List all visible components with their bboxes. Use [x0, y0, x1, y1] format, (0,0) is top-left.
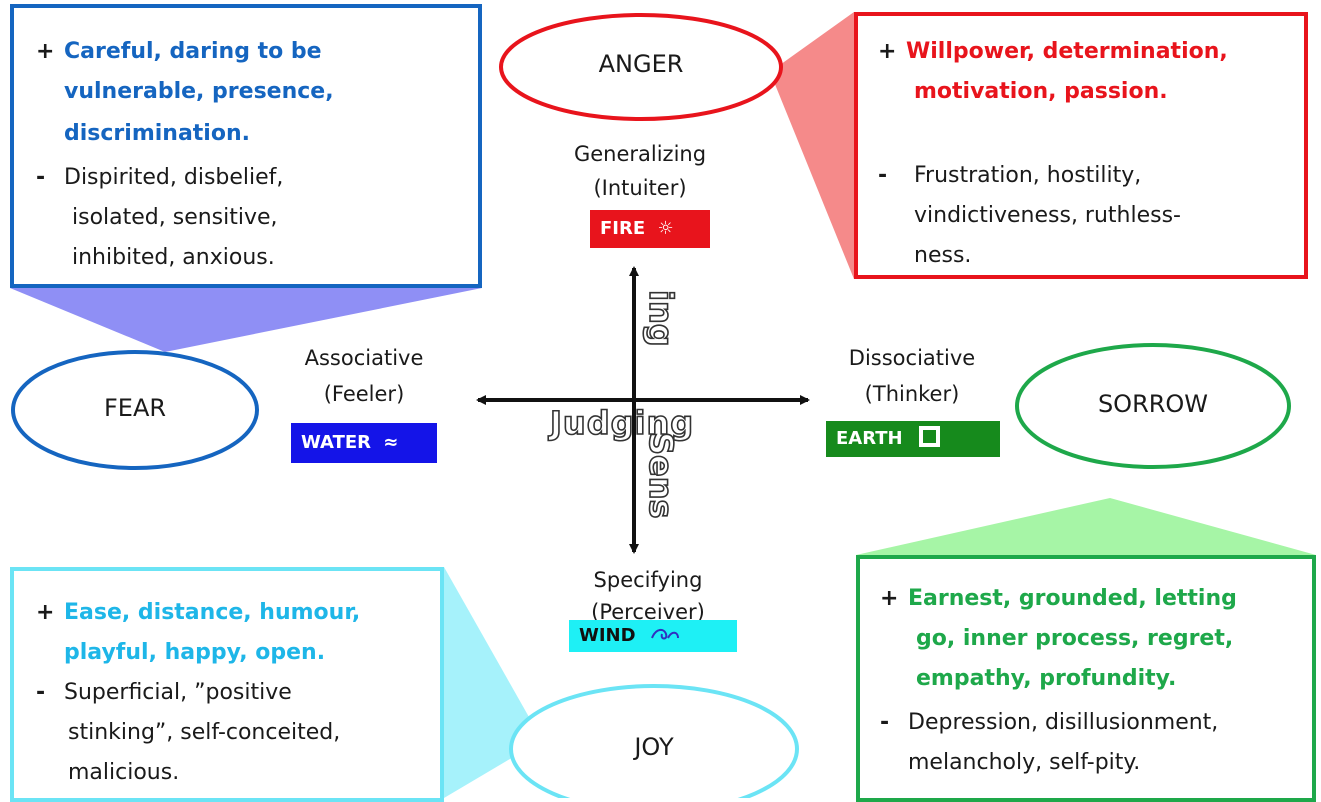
minus-sign: - — [36, 680, 46, 705]
emotion-sorrow: SORROW — [1097, 390, 1209, 418]
sorrow-ellipse — [1015, 343, 1291, 469]
joy-negative-line: malicious. — [68, 760, 180, 785]
fear-qualities-box: + Careful, daring to be vulnerable, pres… — [10, 4, 482, 288]
anger-negative-line: vindictiveness, ruthless- — [914, 203, 1181, 228]
joy-negative-line: Superficial, ”positive — [64, 680, 292, 705]
emotion-fear: FEAR — [103, 394, 167, 422]
fear-ellipse — [11, 350, 259, 470]
anger-callout-wedge — [770, 12, 854, 279]
fear-callout-wedge — [10, 288, 482, 352]
fear-negative-line: Dispirited, disbelief, — [64, 165, 284, 190]
element-water-label: WATER — [301, 432, 372, 453]
element-earth-label: EARTH — [836, 428, 903, 449]
sorrow-positive-line: go, inner process, regret, — [916, 626, 1234, 651]
anger-negative-line: ness. — [914, 243, 972, 268]
vertical-axis-word-bottom: Sens — [641, 431, 681, 519]
joy-positive-line: Ease, distance, humour, — [64, 600, 361, 625]
plus-sign: + — [880, 586, 899, 611]
plus-sign: + — [878, 39, 897, 64]
sorrow-positive-line: empathy, profundity. — [916, 666, 1177, 691]
element-fire-label: FIRE — [600, 218, 646, 239]
square-icon — [918, 426, 940, 447]
joy-positive-line: playful, happy, open. — [64, 640, 326, 665]
element-tag-fire: FIRE ☼ — [590, 210, 710, 248]
sorrow-negative-line: Depression, disillusionment, — [908, 710, 1219, 735]
axis-label-left: Associative (Feeler) — [264, 344, 464, 408]
anger-negative-line: Frustration, hostility, — [914, 163, 1142, 188]
joy-ellipse — [509, 684, 799, 798]
axis-right-line1: Dissociative — [848, 346, 976, 370]
sorrow-positive-line: Earnest, grounded, letting — [908, 586, 1237, 611]
plus-sign: + — [36, 39, 55, 64]
fear-negative-line: isolated, sensitive, — [72, 205, 278, 230]
axis-top-line1: Generalizing — [573, 142, 707, 166]
anger-positive-line: Willpower, determination, — [906, 39, 1228, 64]
minus-sign: - — [878, 163, 888, 188]
sorrow-qualities-box: + Earnest, grounded, letting go, inner p… — [856, 555, 1316, 802]
fear-positive-line: Careful, daring to be — [64, 39, 322, 64]
axis-label-bottom: Specifying (Perceiver) — [548, 566, 748, 626]
judging-axis-word: Judging — [549, 403, 695, 443]
element-tag-wind: WIND — [569, 620, 737, 652]
emotion-anger: ANGER — [598, 50, 684, 78]
sorrow-callout-wedge — [856, 498, 1316, 555]
anger-positive-line: motivation, passion. — [914, 79, 1168, 104]
anger-qualities-box: + Willpower, determination, motivation, … — [854, 12, 1308, 279]
sun-icon: ☼ — [657, 218, 674, 239]
joy-negative-line: stinking”, self-conceited, — [68, 720, 341, 745]
anger-ellipse — [499, 13, 783, 121]
axis-left-line1: Associative — [304, 346, 424, 370]
sorrow-negative-line: melancholy, self-pity. — [908, 750, 1141, 775]
element-tag-water: WATER ≈ — [291, 423, 437, 463]
fear-positive-line: vulnerable, presence, — [64, 79, 334, 104]
minus-sign: - — [880, 710, 890, 735]
axis-bottom-line1: Specifying — [593, 568, 703, 592]
swirl-icon — [650, 628, 679, 640]
element-tag-earth: EARTH — [826, 421, 1000, 457]
minus-sign: - — [36, 165, 46, 190]
fear-negative-line: inhibited, anxious. — [72, 245, 275, 270]
axis-left-line2: (Feeler) — [323, 382, 405, 406]
axis-top-line2: (Intuiter) — [593, 176, 687, 200]
axis-right-line2: (Thinker) — [864, 382, 960, 406]
joy-qualities-box: + Ease, distance, humour, playful, happy… — [10, 567, 444, 802]
axis-label-right: Dissociative (Thinker) — [812, 344, 1012, 408]
element-wind-label: WIND — [579, 625, 636, 646]
emotion-joy: JOY — [634, 733, 674, 761]
vertical-axis-word-top: ing — [641, 289, 681, 347]
approx-icon: ≈ — [383, 432, 399, 453]
fear-positive-line: discrimination. — [64, 121, 250, 146]
axis-label-top: Generalizing (Intuiter) — [540, 140, 740, 202]
plus-sign: + — [36, 600, 55, 625]
